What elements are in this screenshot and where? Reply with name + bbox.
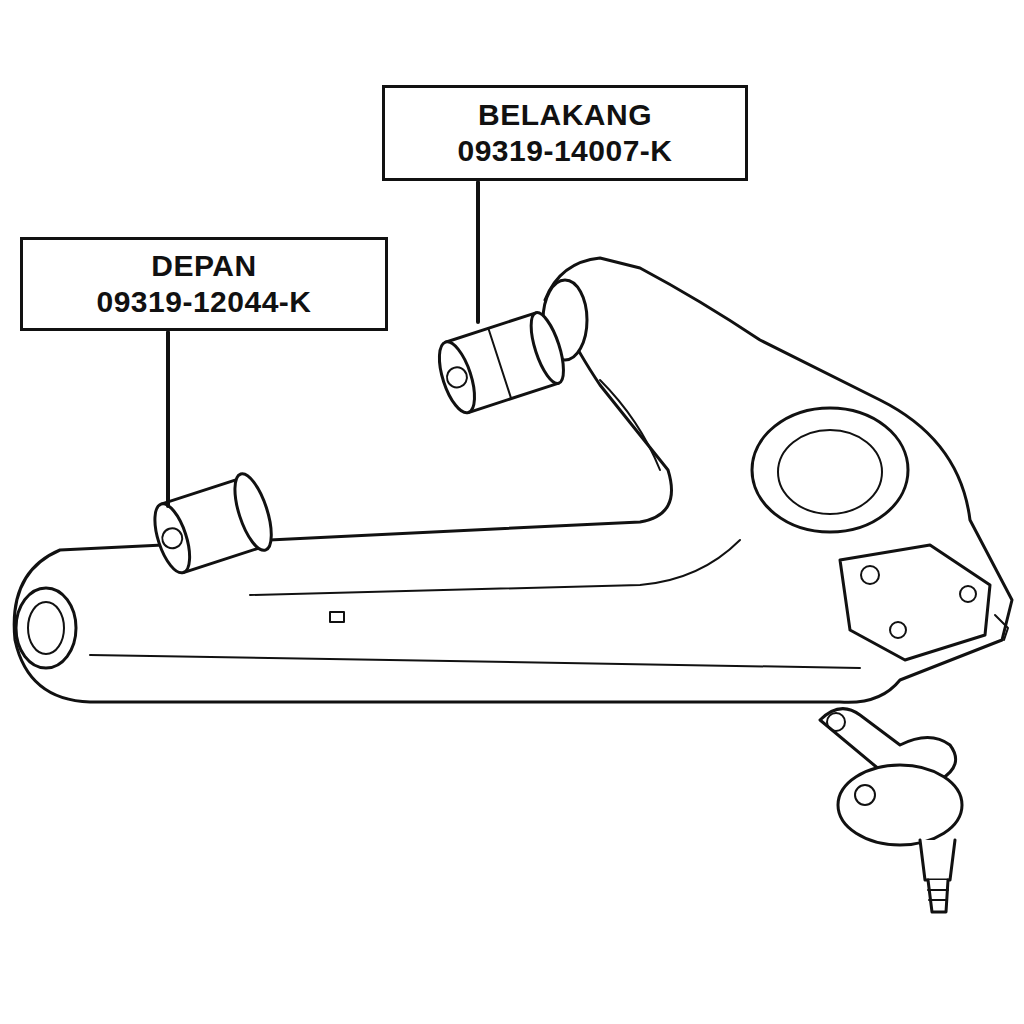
- label-box: DEPAN09319-12044-K: [20, 237, 388, 331]
- label-box: BELAKANG09319-14007-K: [382, 85, 748, 181]
- part-number: 09319-14007-K: [458, 133, 673, 169]
- leader-line: [476, 182, 480, 322]
- part-number: 09319-12044-K: [97, 284, 312, 320]
- position-label: DEPAN: [151, 248, 256, 284]
- position-label: BELAKANG: [478, 97, 652, 133]
- leader-line: [166, 332, 170, 506]
